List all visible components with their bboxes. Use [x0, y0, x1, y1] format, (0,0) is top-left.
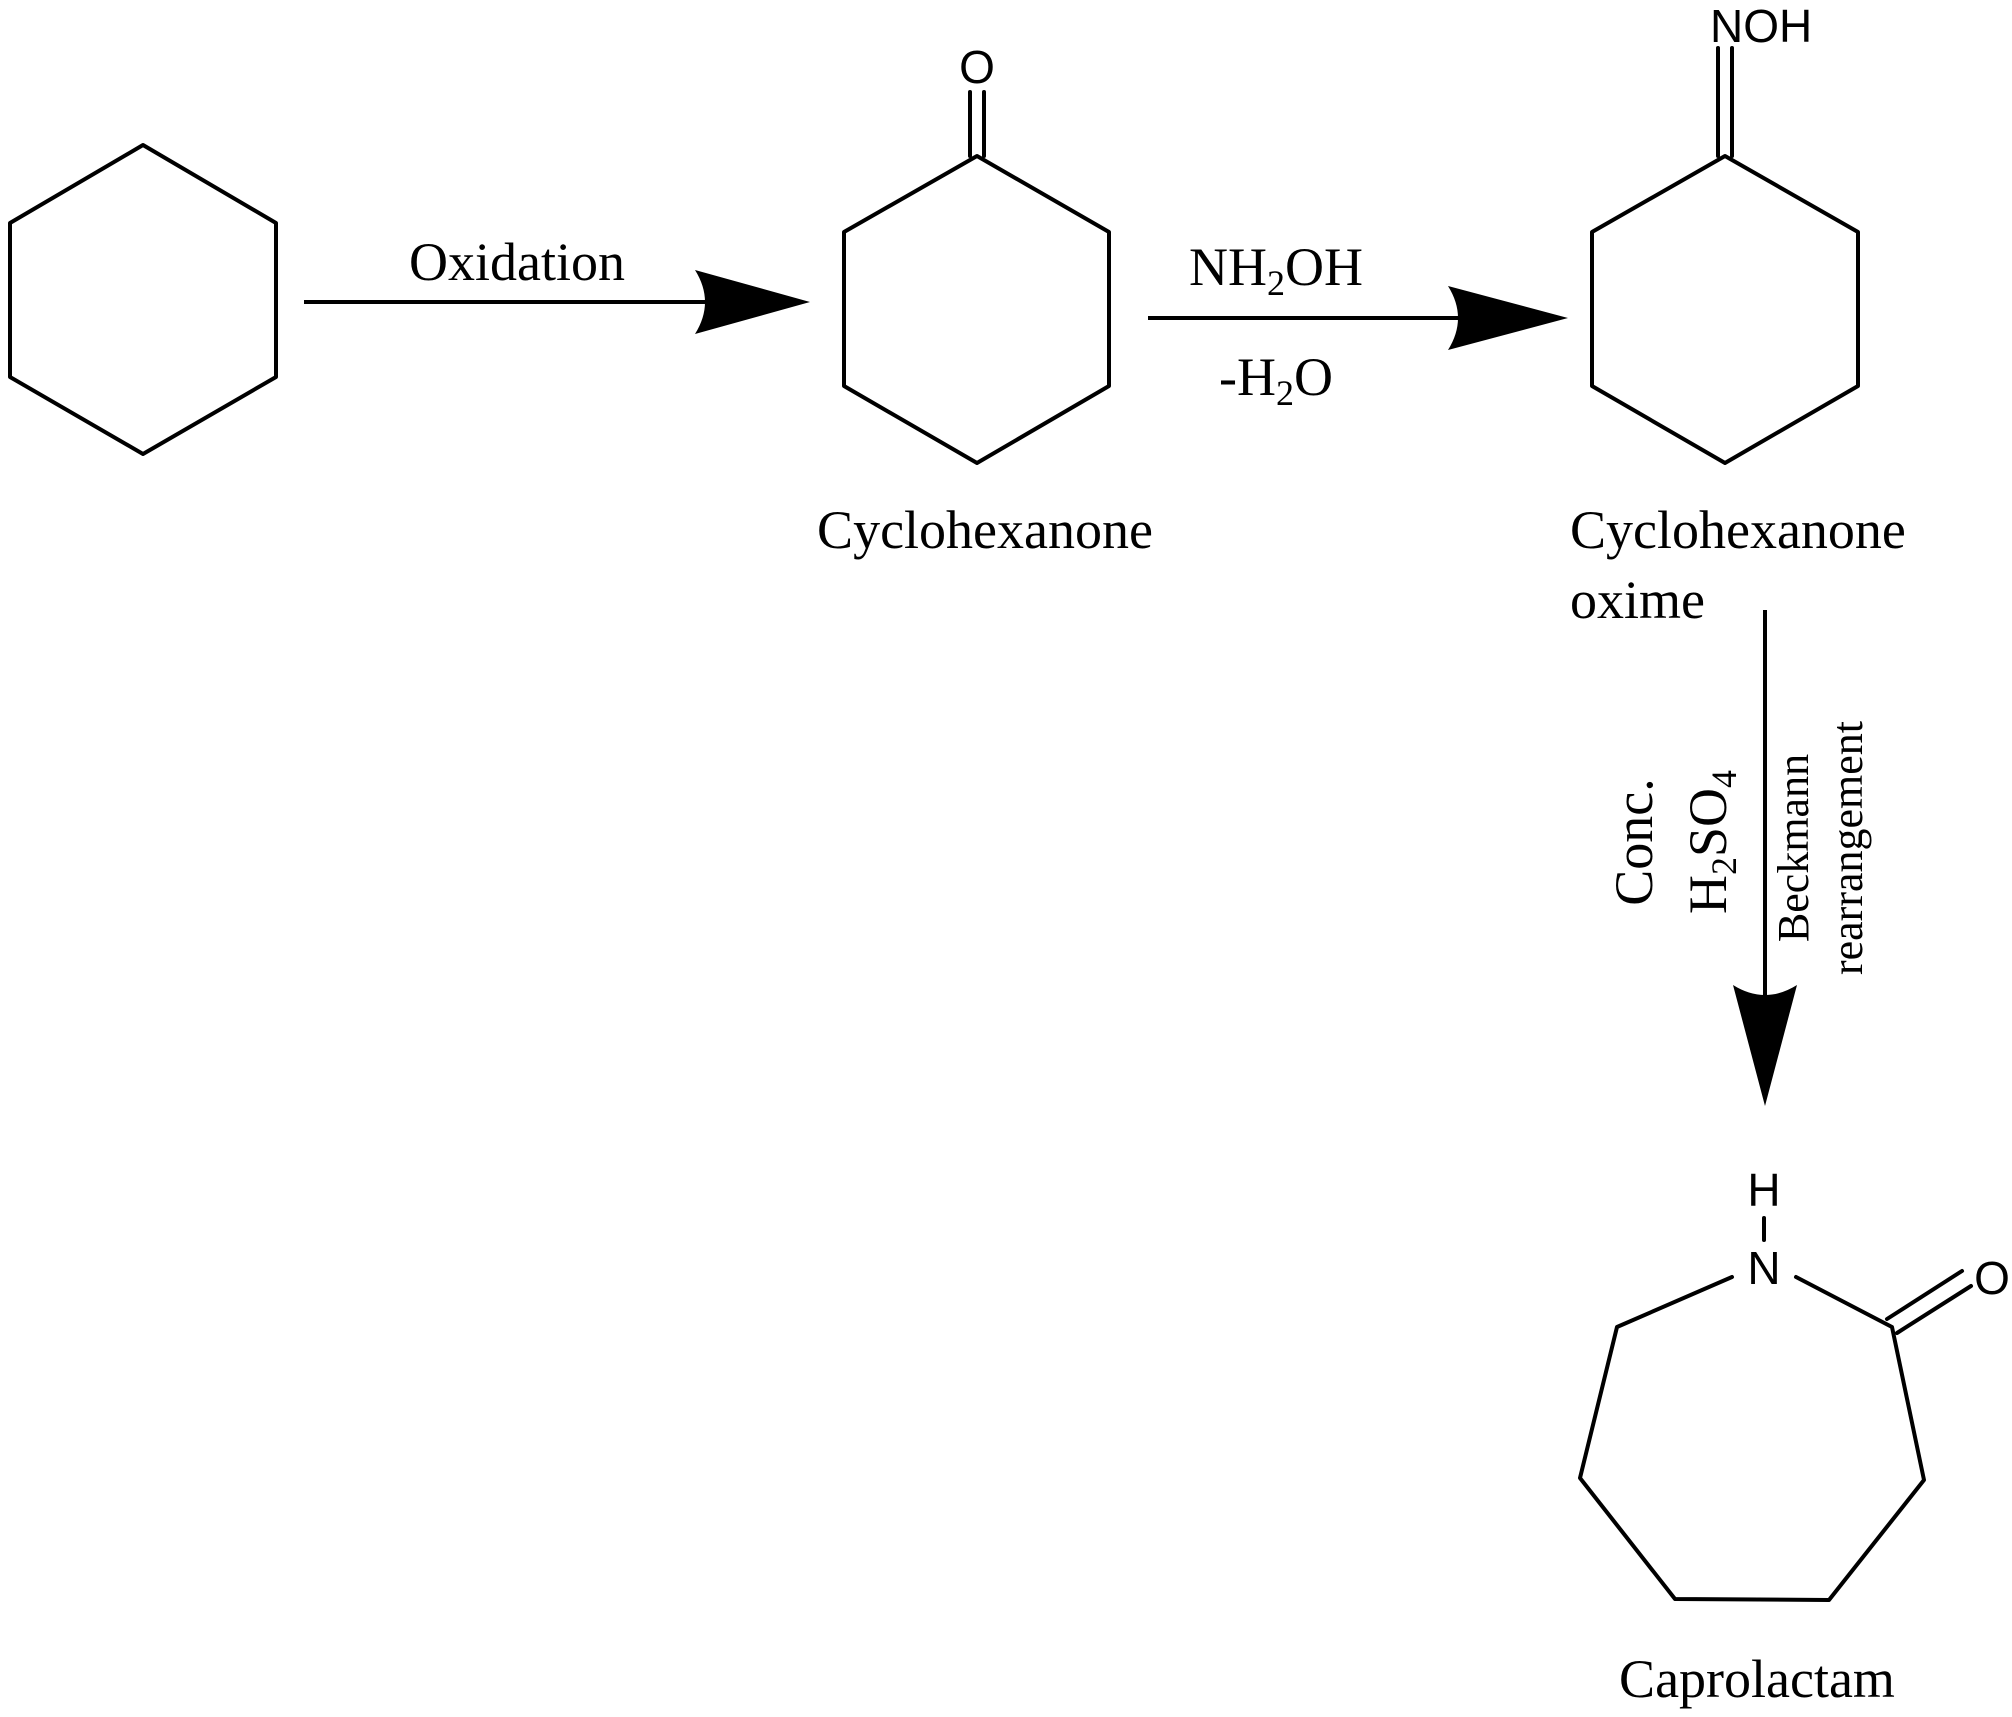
caprolactam-oxygen: O — [1974, 1252, 2010, 1304]
beckmann-label: Beckmann — [1769, 754, 1818, 942]
lactam-carbonyl-bond-1 — [1885, 1269, 1964, 1321]
cyclohexanone-name: Cyclohexanone — [817, 500, 1153, 560]
caprolactam-hydrogen: H — [1747, 1164, 1780, 1216]
caprolactam-nitrogen: N — [1747, 1242, 1780, 1294]
cyclohexane-ring — [8, 143, 278, 456]
arrow-oxidation-head — [695, 270, 810, 334]
arrow-oxidation: Oxidation — [304, 232, 810, 334]
arrow-beckmann: Conc. H2SO4 Beckmann rearrangement — [1604, 610, 1872, 1106]
arrow-oximation-head — [1448, 286, 1568, 350]
cyclohexanone-oxygen: O — [959, 41, 995, 93]
reagent-h2so4: H2SO4 — [1678, 770, 1744, 914]
cyclohexanone-structure: O Cyclohexanone — [817, 41, 1153, 560]
caprolactam-name: Caprolactam — [1619, 1649, 1895, 1709]
oxime-ring — [1590, 154, 1860, 465]
lactam-carbonyl-bond-2 — [1895, 1284, 1973, 1335]
reagent-conc: Conc. — [1604, 778, 1664, 906]
oxime-noh-group: NOH — [1710, 0, 1812, 52]
arrow-oximation: NH2OH -H2O — [1148, 237, 1568, 413]
reagent-nh2oh: NH2OH — [1189, 237, 1363, 303]
rearrangement-label: rearrangement — [1823, 721, 1872, 975]
oxime-name-line1: Cyclohexanone — [1570, 500, 1906, 560]
cyclohexane-structure — [8, 143, 278, 456]
oxime-name-line2: oxime — [1570, 570, 1705, 630]
oxidation-label: Oxidation — [409, 232, 625, 292]
caprolactam-structure: H N O Caprolactam — [1578, 1164, 2010, 1709]
condition-minus-water: -H2O — [1219, 347, 1333, 413]
arrow-beckmann-head — [1733, 985, 1797, 1106]
cyclohexanone-ring — [842, 154, 1111, 465]
caprolactam-ring — [1578, 1275, 1926, 1602]
oxime-structure: NOH Cyclohexanone oxime — [1570, 0, 1906, 630]
